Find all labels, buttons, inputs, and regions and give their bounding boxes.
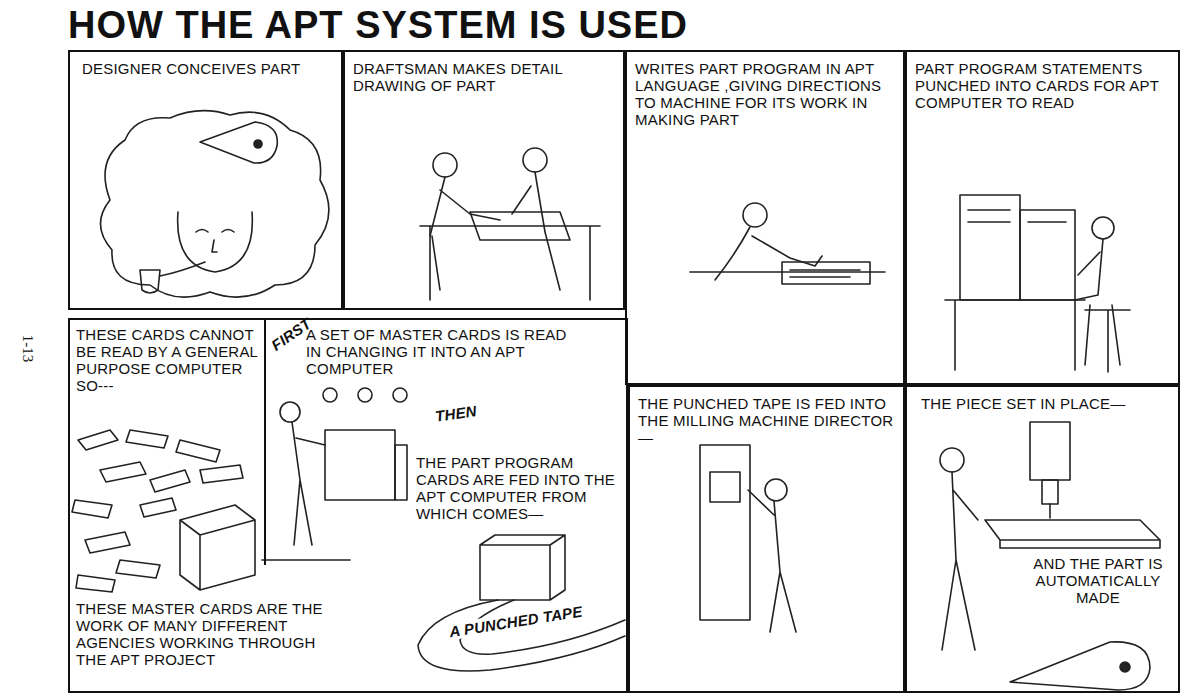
apt-computer xyxy=(480,535,565,600)
card-reader xyxy=(395,445,407,500)
programmer-head xyxy=(743,203,767,227)
comic-panel: DESIGNER CONCEIVES PART xyxy=(68,50,343,310)
panel-caption: THEN xyxy=(434,398,506,425)
designer-face xyxy=(178,212,253,272)
engineer-head xyxy=(523,148,547,172)
panel-caption: AND THE PART IS AUTOMATICALLY MADE xyxy=(1022,555,1174,606)
tape-reel xyxy=(323,388,337,402)
thought-cloud xyxy=(100,111,328,297)
program-sheet xyxy=(782,262,870,284)
finished-part xyxy=(1010,642,1150,690)
panel-caption: WRITES PART PROGRAM IN APT LANGUAGE ,GIV… xyxy=(635,60,899,128)
tape-reel xyxy=(358,388,372,402)
panel-caption: THESE CARDS CANNOT BE READ BY A GENERAL … xyxy=(76,326,266,394)
card-pile xyxy=(72,430,243,592)
panel-caption: THE PUNCHED TAPE IS FED INTO THE MILLING… xyxy=(638,395,896,446)
desk xyxy=(690,271,885,273)
tape-reel xyxy=(393,388,407,402)
drawing-sheet xyxy=(470,212,570,240)
comic-panel: PART PROGRAM STATEMENTS PUNCHED INTO CAR… xyxy=(905,50,1180,385)
draftsman-body xyxy=(430,177,500,290)
card-reader xyxy=(325,430,395,500)
tape-reader xyxy=(710,472,740,502)
card-punch xyxy=(1020,210,1075,300)
drafting-table xyxy=(420,226,600,300)
operator-body xyxy=(1075,239,1130,372)
machine-table xyxy=(985,520,1160,548)
operator-head xyxy=(1092,217,1114,239)
operator-head xyxy=(765,479,787,501)
part-hole xyxy=(1120,662,1130,672)
card-punch-detail xyxy=(945,210,1085,370)
cam-part xyxy=(200,122,277,163)
operator-head xyxy=(280,402,300,422)
cam-hole xyxy=(254,140,262,148)
engineer-body xyxy=(512,172,560,290)
designer-eyes xyxy=(196,230,234,253)
draftsman-head xyxy=(433,153,457,177)
spindle xyxy=(1042,480,1058,504)
inset-edge xyxy=(262,559,350,561)
pipe xyxy=(140,262,205,293)
comic-panel: THESE CARDS CANNOT BE READ BY A GENERAL … xyxy=(68,318,628,693)
cutter xyxy=(1049,504,1051,518)
machinist-head xyxy=(940,448,964,472)
milling-column xyxy=(1030,422,1070,480)
comic-panel: DRAFTSMAN MAKES DETAIL DRAWING OF PART xyxy=(343,50,625,310)
panel-caption: THESE MASTER CARDS ARE THE WORK OF MANY … xyxy=(76,600,342,668)
card-box xyxy=(180,505,255,590)
machinist-body xyxy=(942,472,978,650)
inset-panel: FIRSTA SET OF MASTER CARDS IS READ IN CH… xyxy=(264,320,630,565)
panel-caption: PART PROGRAM STATEMENTS PUNCHED INTO CAR… xyxy=(915,60,1177,111)
title: HOW THE APT SYSTEM IS USED xyxy=(68,4,688,47)
panel-caption: DESIGNER CONCEIVES PART xyxy=(82,60,332,77)
operator-body xyxy=(292,422,325,545)
director-cabinet xyxy=(700,445,750,620)
panel-caption: A PUNCHED TAPE xyxy=(445,596,621,640)
panel-caption: A SET OF MASTER CARDS IS READ IN CHANGIN… xyxy=(306,326,568,377)
comic-panel: THE PUNCHED TAPE IS FED INTO THE MILLING… xyxy=(628,385,905,693)
page-number: 1-13 xyxy=(19,335,36,363)
comic-panel: THE PIECE SET IN PLACE— AND THE PART IS A… xyxy=(905,385,1180,693)
panel-caption: THE PIECE SET IN PLACE— xyxy=(921,395,1173,412)
panel-caption: THE PART PROGRAM CARDS ARE FED INTO THE … xyxy=(416,454,621,522)
panel-caption: DRAFTSMAN MAKES DETAIL DRAWING OF PART xyxy=(353,60,623,94)
comic-panel: WRITES PART PROGRAM IN APT LANGUAGE ,GIV… xyxy=(625,50,905,385)
operator-body xyxy=(748,490,796,632)
